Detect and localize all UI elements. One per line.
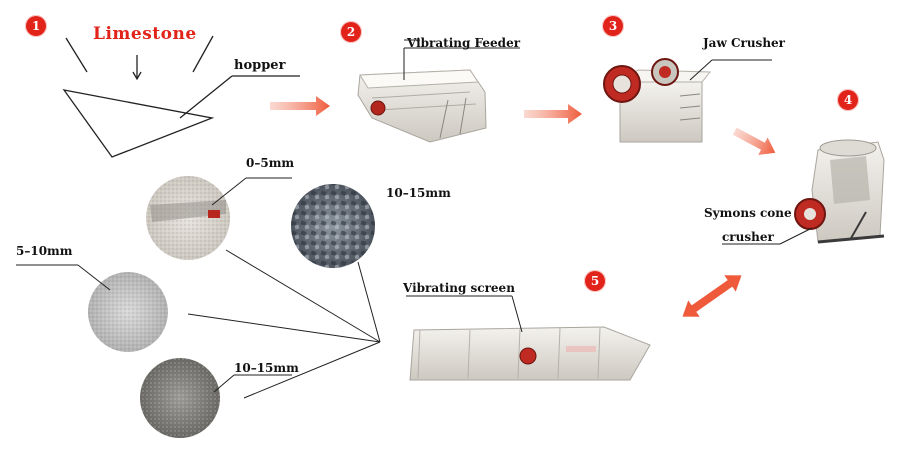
vibrating-screen-label: Vibrating screen xyxy=(403,281,515,295)
flow-arrow-bidirectional xyxy=(682,275,742,317)
product-sample-0-5mm xyxy=(146,176,230,260)
step-badge-3: 3 xyxy=(602,15,624,37)
screen-output-lines xyxy=(187,249,381,399)
step-badge-2: 2 xyxy=(340,21,362,43)
vibrating-screen-machine xyxy=(406,295,651,381)
product-sample-10-15mm-dark xyxy=(140,358,220,438)
cone-crusher-label-line2: crusher xyxy=(722,230,774,244)
step-badge-5: 5 xyxy=(584,270,606,292)
product-label-10-15mm-top: 10–15mm xyxy=(386,186,451,200)
jaw-crusher-machine xyxy=(603,58,772,143)
label-leader-lines xyxy=(16,177,292,393)
hopper-diagram xyxy=(62,35,300,158)
product-label-0-5mm: 0–5mm xyxy=(246,156,295,170)
cone-crusher-machine xyxy=(722,139,885,245)
hopper-label: hopper xyxy=(234,58,286,73)
product-sample-10-15mm-gravel xyxy=(291,184,375,268)
flow-arrow-2 xyxy=(524,104,582,124)
product-label-10-15mm-bottom: 10–15mm xyxy=(234,361,299,375)
vibrating-feeder-label: Vibrating Feeder xyxy=(407,36,521,50)
step-badge-4: 4 xyxy=(837,89,859,111)
flow-arrow-3 xyxy=(732,127,776,156)
limestone-title: Limestone xyxy=(93,24,197,44)
product-label-5-10mm: 5–10mm xyxy=(16,244,73,258)
product-sample-5-10mm xyxy=(88,272,168,352)
jaw-crusher-label: Jaw Crusher xyxy=(703,36,785,50)
vibrating-feeder-machine xyxy=(357,39,520,143)
step-badge-1: 1 xyxy=(25,15,47,37)
flow-arrow-1 xyxy=(270,96,330,116)
cone-crusher-label-line1: Symons cone xyxy=(704,206,792,220)
